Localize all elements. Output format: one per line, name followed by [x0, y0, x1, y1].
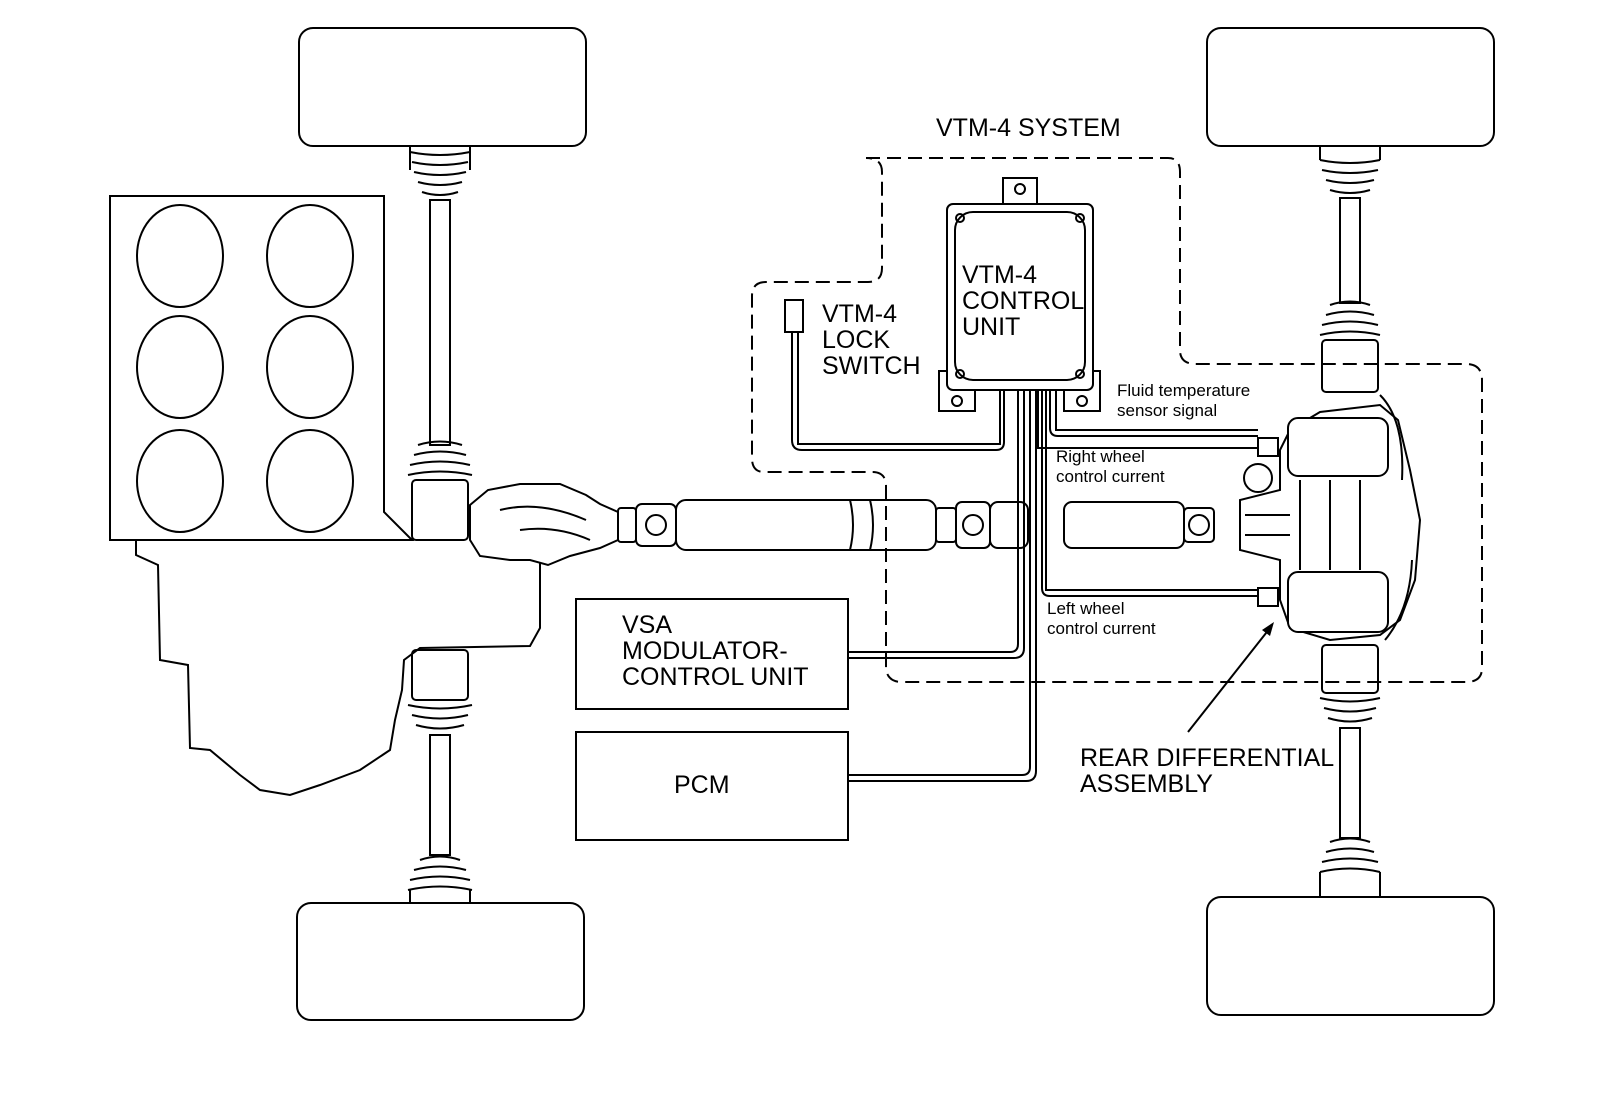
left-wheel-label-line1: Left wheel: [1047, 599, 1125, 618]
right-wheel-label-line2: control current: [1056, 467, 1165, 486]
right-wheel-label-line1: Right wheel: [1056, 447, 1145, 466]
vsa-modulator-control-unit: VSA MODULATOR- CONTROL UNIT: [575, 598, 849, 710]
rear-left-wheel: [1206, 27, 1495, 147]
rear-upper-axle: [1319, 146, 1381, 393]
pcm-label: PCM: [674, 771, 730, 799]
rear-diff-label-line2: ASSEMBLY: [1080, 770, 1213, 798]
wiring-harness: [791, 332, 1258, 782]
lock-switch-label-line1: VTM-4: [822, 300, 897, 328]
vtm4-control-unit: VTM-4 CONTROL UNIT: [938, 177, 1101, 412]
front-lower-axle: [407, 649, 473, 903]
control-unit-label-line3: UNIT: [962, 313, 1020, 341]
front-upper-axle: [407, 146, 473, 541]
control-unit-label-line1: VTM-4: [962, 261, 1037, 289]
fluid-temp-label-line2: sensor signal: [1117, 401, 1217, 420]
engine-block: [109, 195, 415, 541]
transmission: [135, 539, 572, 797]
rear-diff-label-line1: REAR DIFFERENTIAL: [1080, 744, 1334, 772]
left-wheel-label-line2: control current: [1047, 619, 1156, 638]
cylinder-5: [136, 429, 224, 533]
pcm: PCM: [575, 731, 849, 841]
fluid-temp-label-line1: Fluid temperature: [1117, 381, 1250, 400]
vtm4-lock-switch: VTM-4 LOCK SWITCH: [784, 299, 921, 380]
rear-differential-assembly: [1239, 394, 1422, 642]
front-right-wheel: [296, 902, 585, 1021]
vsa-label-line3: CONTROL UNIT: [622, 663, 809, 691]
propeller-shaft: [617, 499, 1215, 551]
rear-diff-leader-line: [1187, 627, 1271, 733]
cylinder-2: [266, 204, 354, 308]
vtm4-system-boundary: [751, 157, 1483, 683]
vsa-label-line2: MODULATOR-: [622, 637, 788, 665]
lock-switch-label-line3: SWITCH: [822, 352, 921, 380]
cylinder-6: [266, 429, 354, 533]
vtm4-system-label: VTM-4 SYSTEM: [936, 114, 1121, 142]
front-left-wheel: [298, 27, 587, 147]
cylinder-1: [136, 204, 224, 308]
transfer-assembly: [469, 483, 619, 567]
vsa-label-line1: VSA: [622, 611, 672, 639]
cylinder-3: [136, 315, 224, 419]
rear-diff-arrowhead: [1262, 622, 1274, 636]
rear-right-wheel: [1206, 896, 1495, 1016]
control-unit-label-line2: CONTROL: [962, 287, 1084, 315]
cylinder-4: [266, 315, 354, 419]
lock-switch-label-line2: LOCK: [822, 326, 890, 354]
